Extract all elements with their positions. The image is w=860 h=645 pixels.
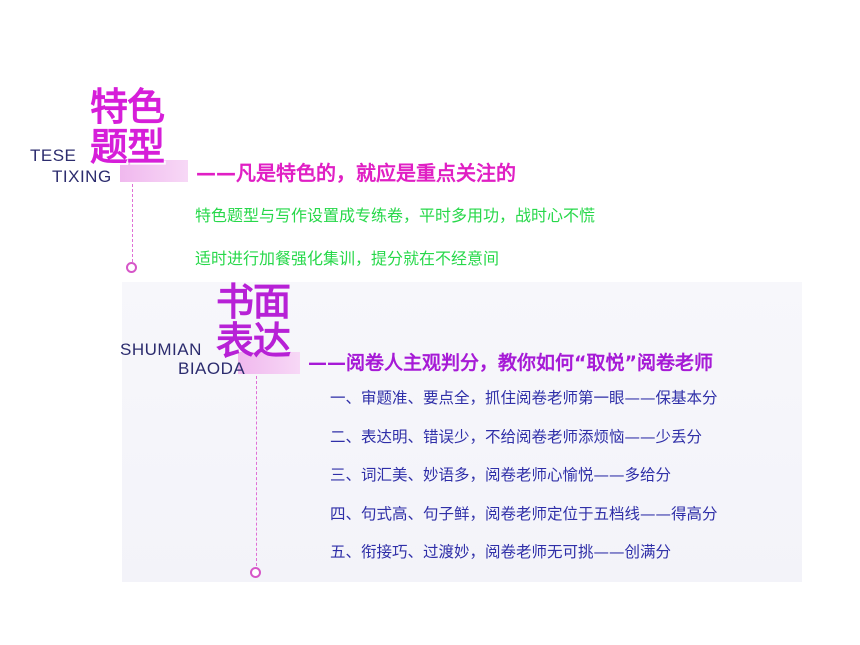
section2-list-item-3: 三、词汇美、妙语多，阅卷老师心愉悦——多给分: [330, 466, 672, 484]
section1-circle-marker: [126, 262, 137, 273]
section1-line-2: 适时进行加餐强化集训，提分就在不经意间: [195, 249, 500, 268]
section1-subtitle: ——凡是特色的，就应是重点关注的: [196, 161, 516, 185]
section2-pink-bar: [238, 352, 300, 374]
section2-list-item-4: 四、句式高、句子鲜，阅卷老师定位于五档线——得高分: [330, 505, 718, 523]
section2-en-line2: BIAODA: [178, 359, 246, 378]
section2-list-item-2: 二、表达明、错误少，不给阅卷老师添烦恼——少丢分: [330, 428, 703, 446]
section2-en-line1: SHUMIAN: [120, 340, 202, 359]
section1-en-line2: TIXING: [52, 167, 112, 186]
section1-dashed-connector: [132, 184, 133, 262]
section1-title-line1: 特色: [90, 84, 165, 129]
section1-pink-bar: [120, 160, 188, 182]
section2-title-line2: 表达: [216, 318, 291, 363]
section1-line-1: 特色题型与写作设置成专练卷，平时多用功，战时心不慌: [195, 206, 596, 225]
section1-en-line1: TESE: [30, 146, 77, 165]
section2-circle-marker: [250, 567, 261, 578]
section2-list-item-1: 一、审题准、要点全，抓住阅卷老师第一眼——保基本分: [330, 389, 718, 407]
section1-title-line2: 题型: [90, 124, 165, 169]
section2-panel-background: [122, 282, 802, 582]
section2-title-line1: 书面: [216, 279, 291, 324]
section2-dashed-connector: [256, 376, 257, 566]
section2-list-item-5: 五、衔接巧、过渡妙，阅卷老师无可挑——创满分: [330, 543, 672, 561]
section2-subtitle: ——阅卷人主观判分，教你如何“取悦”阅卷老师: [308, 352, 713, 374]
